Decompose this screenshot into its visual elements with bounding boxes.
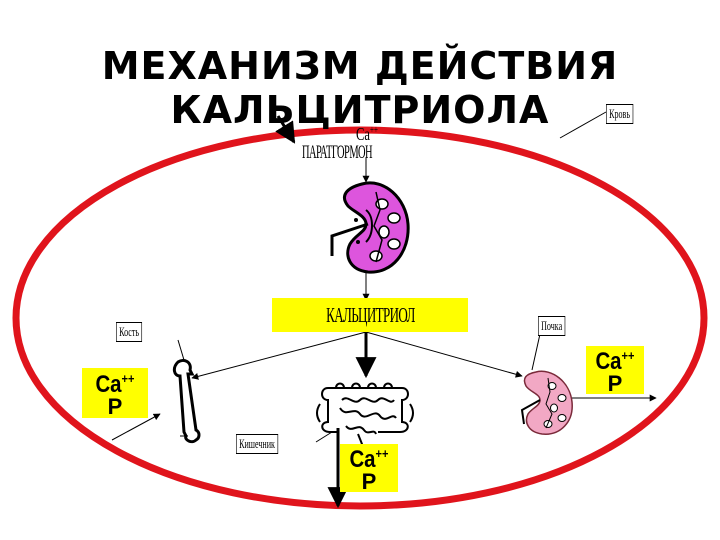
kidney-p: P (607, 371, 623, 396)
arrow-calcitriol-to-kidney (365, 331, 523, 378)
bone-ca-p-box: Ca++ P (82, 368, 148, 418)
intestine-icon (316, 382, 414, 449)
arrow-bone-out (111, 413, 161, 441)
blood-label: Кровь (606, 104, 634, 124)
bone-icon (172, 358, 201, 444)
arrow-calcitriol-to-bone (191, 331, 367, 380)
bone-label: Кость (116, 322, 143, 342)
bone-ca: Ca++ (95, 371, 135, 398)
kidney-ca-p-box: Ca++ P (586, 346, 644, 396)
kidney-icon (330, 181, 410, 274)
bone-p: P (107, 394, 123, 419)
title-line-1: МЕХАНИЗМ ДЕЙСТВИЯ (101, 44, 619, 88)
title-arrow (275, 115, 296, 144)
bone-connector (177, 339, 185, 361)
intestine-ca-p-box: Ca++ P (340, 444, 398, 494)
kidney-small-icon (520, 370, 573, 435)
parathormone-label: ПАРАТГОРМОН (302, 142, 373, 163)
top-ion-label: Ca++ (356, 124, 378, 145)
title-line-2: КАЛЬЦИТРИОЛА (170, 88, 550, 130)
calcitriol-label: КАЛЬЦИТРИОЛ (325, 302, 415, 327)
top-ion: Ca (356, 124, 370, 144)
kidney-label: Почка (538, 316, 566, 336)
blood-connector (559, 111, 607, 139)
body-boundary-ellipse (12, 126, 708, 510)
kidney-connector (531, 333, 541, 371)
calcitriol-box: КАЛЬЦИТРИОЛ (272, 298, 468, 332)
kidney-ca: Ca++ (595, 348, 635, 375)
intestine-ca: Ca++ (349, 446, 389, 473)
intestine-connector (315, 431, 333, 443)
intestine-label: Кишечник (236, 434, 279, 454)
intestine-p: P (361, 469, 377, 494)
top-ion-charge: ++ (370, 125, 378, 136)
